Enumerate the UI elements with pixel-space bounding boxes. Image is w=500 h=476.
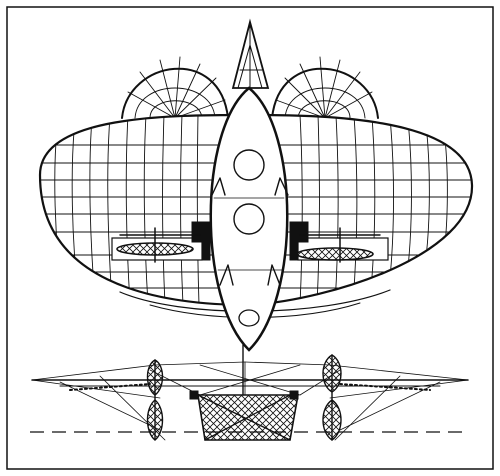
gondola-net	[197, 394, 299, 441]
porthole-upper	[233, 149, 265, 181]
elevation-propeller-right	[322, 354, 342, 441]
fan-wing-left	[121, 56, 229, 119]
fan-wing-right	[271, 56, 379, 119]
elevation-propeller-left	[146, 359, 164, 441]
border-frame	[6, 6, 494, 470]
propeller-right	[293, 221, 389, 263]
elevation-view	[30, 344, 470, 441]
porthole-middle	[233, 203, 265, 235]
central-hull	[201, 86, 299, 352]
hull-plate-right	[289, 221, 299, 261]
plan-view	[38, 18, 474, 352]
tail-fin	[231, 18, 270, 89]
porthole-lower	[238, 309, 260, 327]
hull-plate-left	[201, 221, 211, 261]
propeller-left	[111, 221, 207, 263]
